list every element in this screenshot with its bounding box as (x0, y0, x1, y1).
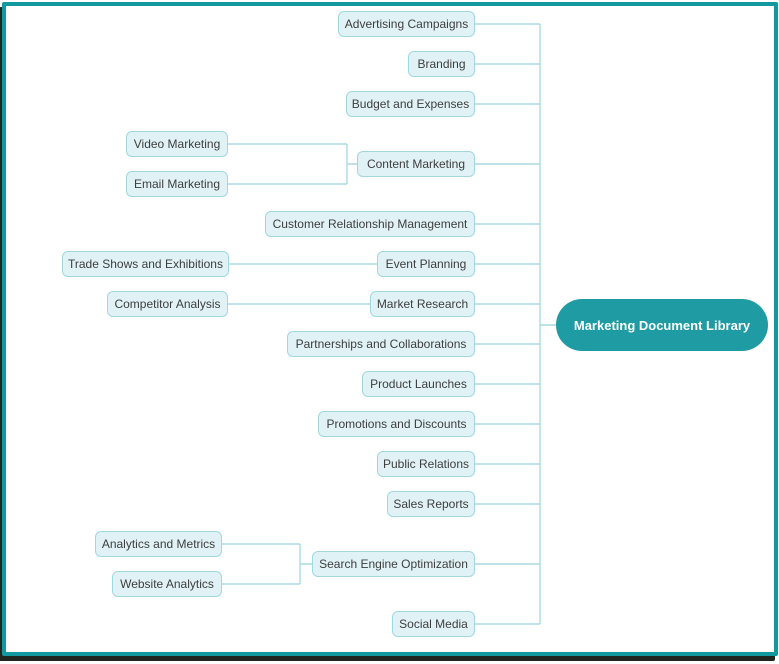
root-node-marketing-document-library[interactable]: Marketing Document Library (556, 299, 768, 351)
node-video-marketing[interactable]: Video Marketing (126, 131, 228, 157)
node-budget-and-expenses[interactable]: Budget and Expenses (346, 91, 475, 117)
node-trade-shows-and-exhibitions[interactable]: Trade Shows and Exhibitions (62, 251, 229, 277)
branch-links (475, 23, 540, 625)
node-analytics-and-metrics[interactable]: Analytics and Metrics (95, 531, 222, 557)
content-marketing-child-links (228, 143, 357, 185)
node-public-relations[interactable]: Public Relations (377, 451, 475, 477)
node-content-marketing[interactable]: Content Marketing (357, 151, 475, 177)
node-product-launches[interactable]: Product Launches (362, 371, 475, 397)
node-website-analytics[interactable]: Website Analytics (112, 571, 222, 597)
node-promotions-and-discounts[interactable]: Promotions and Discounts (318, 411, 475, 437)
node-branding[interactable]: Branding (408, 51, 475, 77)
node-partnerships-and-collaborations[interactable]: Partnerships and Collaborations (287, 331, 475, 357)
node-social-media[interactable]: Social Media (392, 611, 475, 637)
node-email-marketing[interactable]: Email Marketing (126, 171, 228, 197)
node-sales-reports[interactable]: Sales Reports (387, 491, 475, 517)
node-search-engine-optimization[interactable]: Search Engine Optimization (312, 551, 475, 577)
node-market-research[interactable]: Market Research (370, 291, 475, 317)
node-advertising-campaigns[interactable]: Advertising Campaigns (338, 11, 475, 37)
seo-child-links (222, 543, 312, 585)
node-event-planning[interactable]: Event Planning (377, 251, 475, 277)
node-competitor-analysis[interactable]: Competitor Analysis (107, 291, 228, 317)
node-customer-relationship-management[interactable]: Customer Relationship Management (265, 211, 475, 237)
